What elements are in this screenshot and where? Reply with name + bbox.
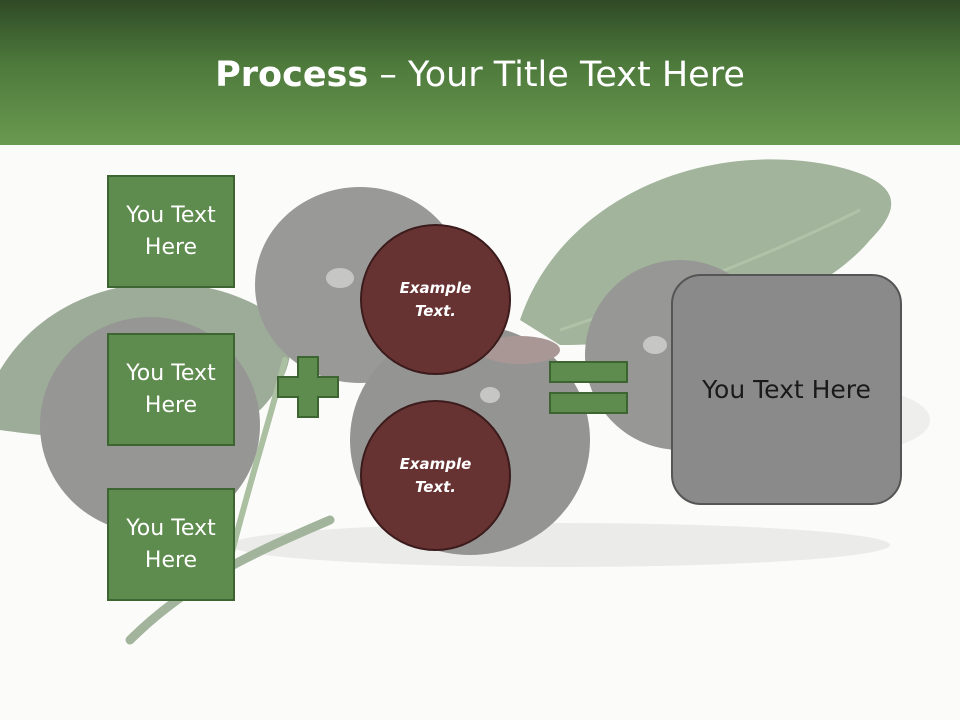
input-box-3-label: You Text Here	[126, 515, 216, 573]
input-box-2-label: You Text Here	[126, 360, 216, 418]
input-box-1-label: You Text Here	[126, 202, 216, 260]
result-box[interactable]: You Text Here	[671, 274, 902, 505]
result-box-label: You Text Here	[702, 375, 871, 404]
example-circle-2-label: Example Text.	[399, 454, 472, 496]
input-box-1[interactable]: You Text Here	[107, 175, 235, 288]
input-box-2[interactable]: You Text Here	[107, 333, 235, 446]
title-rest: – Your Title Text Here	[368, 55, 745, 95]
example-circle-1-label: Example Text.	[399, 278, 472, 320]
example-circle-1[interactable]: Example Text.	[360, 224, 511, 375]
plus-icon	[277, 356, 339, 418]
equals-icon	[549, 361, 628, 414]
slide-title: Process – Your Title Text Here	[0, 52, 960, 98]
title-bold: Process	[215, 55, 369, 95]
example-circle-2[interactable]: Example Text.	[360, 400, 511, 551]
title-bar: Process – Your Title Text Here	[0, 0, 960, 145]
input-box-3[interactable]: You Text Here	[107, 488, 235, 601]
